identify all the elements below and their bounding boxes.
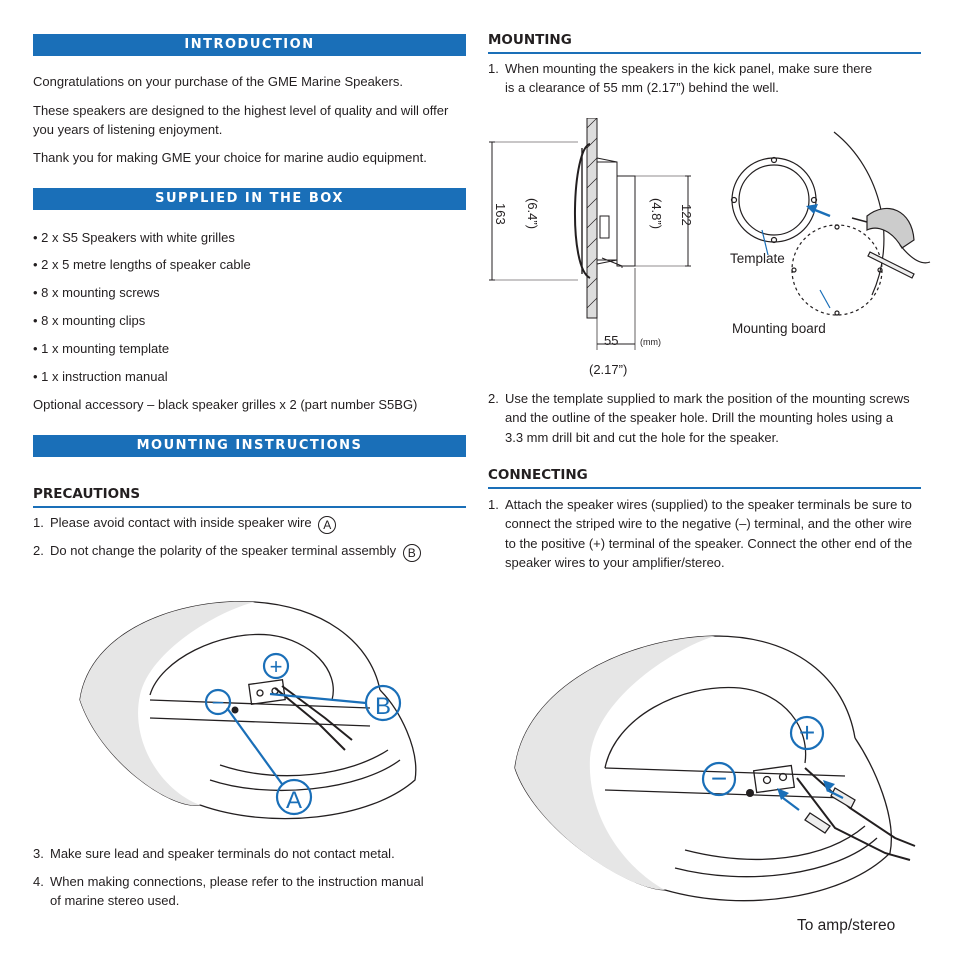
mounting-rule [488,52,921,54]
dim-163: 163 [493,203,508,225]
marker-a: A [318,516,337,534]
template-drill-diagram: Template Mounting board [730,131,931,336]
mounting-heading: MOUNTING [488,32,572,48]
connecting-step-1-cont-1: connect the striped wire to the negative… [505,516,912,531]
precaution-step-4: 4.When making connections, please refer … [33,874,424,889]
speaker-terminal-figure: + − B A [79,601,417,820]
intro-paragraph-1: Congratulations on your purchase of the … [33,74,403,89]
optional-accessory: Optional accessory – black speaker grill… [33,397,418,412]
precaution-step-3: 3.Make sure lead and speaker terminals d… [33,846,395,861]
label-b: B [375,693,391,720]
precaution-step-2: 2.Do not change the polarity of the spea… [33,541,421,562]
label-a: A [286,787,302,814]
minus-sign: − [212,690,225,715]
clearance-diagram: (6.4”) 163 (4.8”) 122 55 (mm) (2.17”) [489,118,694,377]
list-item: • 8 x mounting clips [33,313,146,328]
supplied-heading: SUPPLIED IN THE BOX [33,188,466,210]
connecting-heading: CONNECTING [488,467,588,483]
marker-b: B [402,544,421,562]
connecting-rule [488,487,921,489]
connecting-step-1-cont-3: speaker wires to your amplifier/stereo. [505,555,725,570]
mounting-step-2: 2.Use the template supplied to mark the … [488,391,910,406]
connecting-step-1: 1.Attach the speaker wires (supplied) to… [488,497,912,512]
precaution-step-4-cont: of marine stereo used. [50,893,180,908]
intro-paragraph-2b: you years of listening enjoyment. [33,122,223,137]
introduction-heading: INTRODUCTION [33,34,466,56]
mounting-step-1-cont: is a clearance of 55 mm (2.17”) behind t… [505,80,779,95]
list-item: • 1 x instruction manual [33,369,168,384]
dim-217: (2.17”) [589,362,627,377]
speaker-connection-figure: + − [514,635,916,902]
plus-sign: + [799,717,815,748]
list-item: • 2 x S5 Speakers with white grilles [33,230,235,245]
mounting-step-1: 1.When mounting the speakers in the kick… [488,61,873,76]
intro-paragraph-2a: These speakers are designed to the highe… [33,103,449,118]
precaution-step-1: 1.Please avoid contact with inside speak… [33,513,337,534]
mounting-board-label: Mounting board [732,321,826,336]
precautions-heading: PRECAUTIONS [33,486,141,502]
mounting-step-2-cont-2: 3.3 mm drill bit and cut the hole for th… [505,430,779,445]
minus-sign: − [711,763,727,794]
mounting-step-2-cont-1: and the outline of the speaker hole. Dri… [505,410,894,425]
list-item: • 2 x 5 metre lengths of speaker cable [33,257,251,272]
precautions-rule [33,506,466,508]
intro-paragraph-3: Thank you for making GME your choice for… [33,150,427,165]
dim-122: 122 [679,204,694,226]
connecting-step-1-cont-2: to the positive (+) terminal of the spea… [505,536,913,551]
template-label: Template [730,251,785,266]
dim-64: (6.4”) [525,198,540,229]
dim-55: 55 [604,333,618,348]
plus-sign: + [270,654,283,679]
mounting-instructions-heading: MOUNTING INSTRUCTIONS [33,435,466,457]
dim-48: (4.8”) [649,198,664,229]
to-amp-caption: To amp/stereo [797,917,896,934]
dim-unit: (mm) [640,337,661,347]
list-item: • 8 x mounting screws [33,285,160,300]
list-item: • 1 x mounting template [33,341,170,356]
